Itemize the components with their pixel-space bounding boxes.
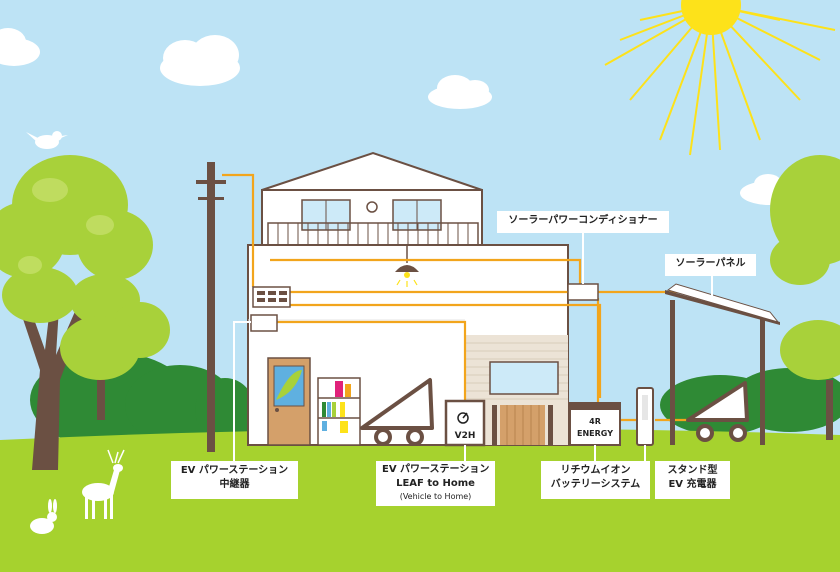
front-door <box>267 357 311 446</box>
bird-icon <box>26 131 68 149</box>
label-solar-power-conditioner: ソーラーパワーコンディショナー <box>497 211 669 233</box>
battery-unit-label-1: 4R <box>589 417 601 426</box>
label-text: リチウムイオン <box>560 465 631 476</box>
sun-icon <box>604 0 836 156</box>
label-text: ソーラーパワーコンディショナー <box>508 215 658 226</box>
deer-icon <box>82 449 125 519</box>
v2h-unit: V2H <box>444 399 486 447</box>
relay-box <box>250 314 278 332</box>
label-text: EV パワーステーション <box>180 465 289 476</box>
tree-icon <box>770 155 840 285</box>
lamp-icon <box>395 245 419 287</box>
v2h-unit-label: V2H <box>455 431 476 441</box>
label-stand-ev-charger: スタンド型 EV 充電器 <box>655 461 730 499</box>
cloud-icon <box>428 75 492 109</box>
distribution-board <box>252 286 291 308</box>
battery-unit-label-2: ENERGY <box>577 429 613 438</box>
label-lithium-ion-battery: リチウムイオン バッテリーシステム <box>541 461 650 499</box>
ev-car-icon <box>360 378 434 446</box>
ev-car-icon <box>686 381 749 442</box>
label-text: (Vehicle to Home) <box>399 492 472 501</box>
label-text: バッテリーシステム <box>550 479 641 490</box>
bookshelf <box>317 377 361 446</box>
utility-pole <box>196 162 226 452</box>
cloud-icon <box>160 35 240 86</box>
label-text: EV パワーステーション <box>382 464 490 475</box>
battery-unit: 4R ENERGY <box>569 402 621 446</box>
label-solar-panel: ソーラーパネル <box>665 254 756 276</box>
label-ev-station-relay: EV パワーステーション 中継器 <box>171 461 298 499</box>
rabbit-icon <box>30 499 57 534</box>
label-text: ソーラーパネル <box>675 258 746 269</box>
carport <box>665 283 780 445</box>
label-ev-station-v2h: EV パワーステーション LEAF to Home (Vehicle to Ho… <box>376 461 495 506</box>
label-text: EV 充電器 <box>668 479 717 490</box>
label-text: 中継器 <box>219 479 250 490</box>
stand-charger <box>636 387 654 446</box>
tree-icon <box>780 320 840 440</box>
power-conditioner-box <box>567 283 599 301</box>
label-text: LEAF to Home <box>396 478 475 489</box>
callout-lines <box>233 232 713 462</box>
cloud-icon <box>0 28 40 66</box>
tree-icon <box>60 316 140 420</box>
label-text: スタンド型 <box>667 465 718 476</box>
